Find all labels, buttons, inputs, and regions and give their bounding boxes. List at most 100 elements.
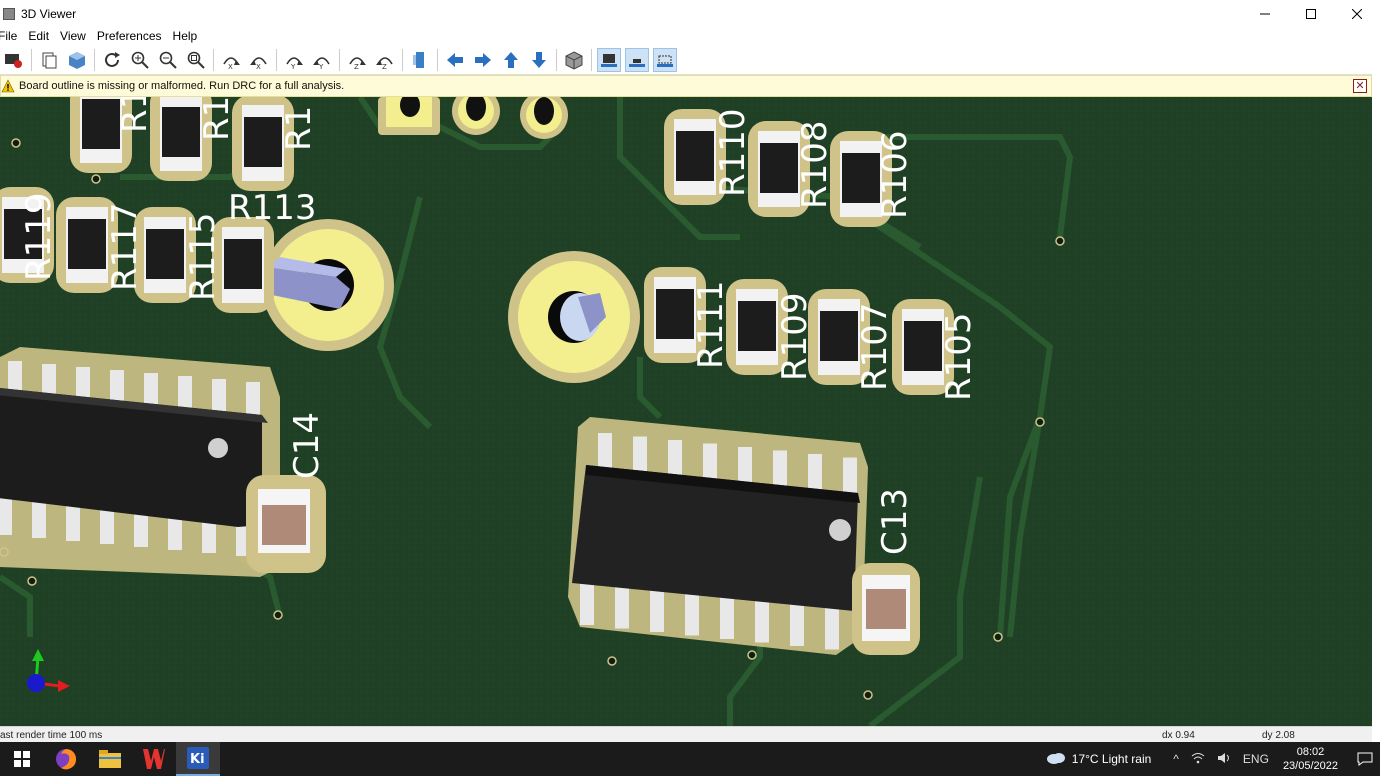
pan-left-button[interactable]: [443, 48, 467, 72]
resistor: [134, 207, 196, 303]
silk-c14: C14: [287, 412, 327, 479]
resistor: [808, 289, 870, 385]
rotate-x-cw-icon: X: [223, 56, 240, 70]
ic-pin: [615, 584, 629, 629]
taskbar-firefox[interactable]: [44, 742, 88, 776]
zoom-in-button[interactable]: [128, 48, 152, 72]
menu-file[interactable]: File: [0, 29, 18, 43]
window-controls: [1242, 0, 1380, 27]
silk-r113: R113: [228, 188, 317, 228]
taskbar-file-explorer[interactable]: [88, 742, 132, 776]
rotate-x-ccw-icon: X: [250, 56, 267, 70]
silk-r119: R119: [19, 192, 59, 281]
export-button[interactable]: [2, 48, 26, 72]
toolbar: X X Y Y Z Z: [0, 45, 1380, 75]
silk-r107: R107: [855, 302, 895, 391]
silk-r1-c: R1: [279, 106, 319, 151]
pan-up-button[interactable]: [499, 48, 523, 72]
window-title: 3D Viewer: [21, 6, 77, 21]
resistor: [892, 299, 954, 395]
mounting-hole-center: [508, 251, 640, 383]
ic-pin: [66, 501, 80, 541]
svg-text:Z: Z: [354, 63, 359, 70]
ic-right: [568, 417, 868, 655]
capacitor-c13: [852, 563, 920, 655]
menu-view[interactable]: View: [60, 29, 86, 43]
rotate-x-ccw-button[interactable]: X: [247, 48, 271, 72]
copy-button[interactable]: [37, 48, 61, 72]
menu-preferences[interactable]: Preferences: [96, 29, 162, 43]
resistor: [830, 131, 892, 227]
ic-pin: [720, 595, 734, 639]
clock[interactable]: 08:02 23/05/2022: [1283, 745, 1338, 773]
silk-r108: R108: [795, 120, 835, 209]
wifi-icon[interactable]: [1191, 752, 1205, 767]
minimize-icon: [1260, 13, 1270, 14]
pan-down-button[interactable]: [527, 48, 551, 72]
resistor: [0, 187, 54, 283]
render-button[interactable]: [65, 48, 89, 72]
silk-r115: R115: [183, 212, 223, 301]
reload-button[interactable]: [100, 48, 124, 72]
info-bar-close-button[interactable]: ✕: [1353, 79, 1367, 93]
rotate-y-ccw-button[interactable]: Y: [310, 48, 334, 72]
rotate-z-ccw-icon: Z: [376, 56, 393, 70]
minimize-button[interactable]: [1242, 0, 1288, 27]
toolbar-separator: [402, 48, 403, 71]
title-bar: 3D Viewer: [0, 0, 1380, 27]
zoom-fit-button[interactable]: [184, 48, 208, 72]
warning-icon: [1, 79, 15, 93]
language-indicator[interactable]: ENG: [1242, 752, 1269, 766]
taskbar-wps[interactable]: [132, 742, 176, 776]
kicad-icon: Ki: [187, 747, 209, 769]
3d-canvas[interactable]: R119 R117 R115 R113 R110 R108 R106 R111 …: [0, 97, 1372, 726]
volume-icon[interactable]: [1217, 752, 1231, 767]
footprint-virtual-toggle[interactable]: [653, 47, 677, 72]
ic-pin: [808, 454, 822, 494]
rotate-x-cw-button[interactable]: X: [219, 48, 243, 72]
svg-text:X: X: [228, 63, 233, 70]
menu-bar: File Edit View Preferences Help: [0, 27, 1380, 45]
ic-pin: [134, 507, 148, 547]
zoom-in-icon: [131, 51, 149, 69]
ortho-button[interactable]: [562, 48, 586, 72]
rotate-z-ccw-button[interactable]: Z: [373, 48, 397, 72]
silk-r1-b: R1: [197, 97, 237, 141]
menu-edit[interactable]: Edit: [28, 29, 50, 43]
system-tray: 17°C Light rain ^ ENG 08:02 23/05/2022: [1046, 742, 1380, 776]
rotate-y-ccw-icon: Y: [313, 56, 330, 70]
ortho-icon: [565, 50, 583, 70]
ic-pin: [212, 379, 226, 419]
weather-widget[interactable]: 17°C Light rain: [1046, 752, 1151, 766]
ic-pin: [790, 602, 804, 646]
ic-pin: [668, 440, 682, 480]
pan-up-icon: [504, 51, 518, 68]
toolbar-separator: [276, 48, 277, 71]
chevron-up-icon[interactable]: ^: [1173, 752, 1179, 766]
ic-pin: [100, 504, 114, 544]
rotate-y-cw-button[interactable]: Y: [282, 48, 306, 72]
pan-right-button[interactable]: [471, 48, 495, 72]
export-icon: [5, 53, 22, 68]
copy-icon: [42, 52, 57, 68]
rotate-z-cw-button[interactable]: Z: [345, 48, 369, 72]
toolbar-separator: [339, 48, 340, 71]
reload-icon: [105, 51, 120, 67]
start-button[interactable]: [0, 742, 44, 776]
close-window-button[interactable]: [1334, 0, 1380, 27]
flip-board-button[interactable]: [408, 48, 432, 72]
ic-pin: [843, 457, 857, 498]
footprint-through-hole-toggle[interactable]: [597, 47, 621, 72]
menu-help[interactable]: Help: [172, 29, 198, 43]
notification-button[interactable]: [1350, 752, 1380, 766]
silk-r105: R105: [939, 312, 979, 401]
footprint-smd-toggle[interactable]: [625, 47, 649, 72]
3d-viewer-window: 3D Viewer File Edit View Preferences Hel…: [0, 0, 1380, 742]
maximize-button[interactable]: [1288, 0, 1334, 27]
zoom-out-button[interactable]: [156, 48, 180, 72]
ic-pin: [598, 433, 612, 473]
toolbar-separator: [31, 48, 32, 71]
ic-pin: [178, 376, 192, 416]
taskbar-kicad[interactable]: Ki: [176, 742, 220, 776]
maximize-icon: [1306, 8, 1316, 19]
